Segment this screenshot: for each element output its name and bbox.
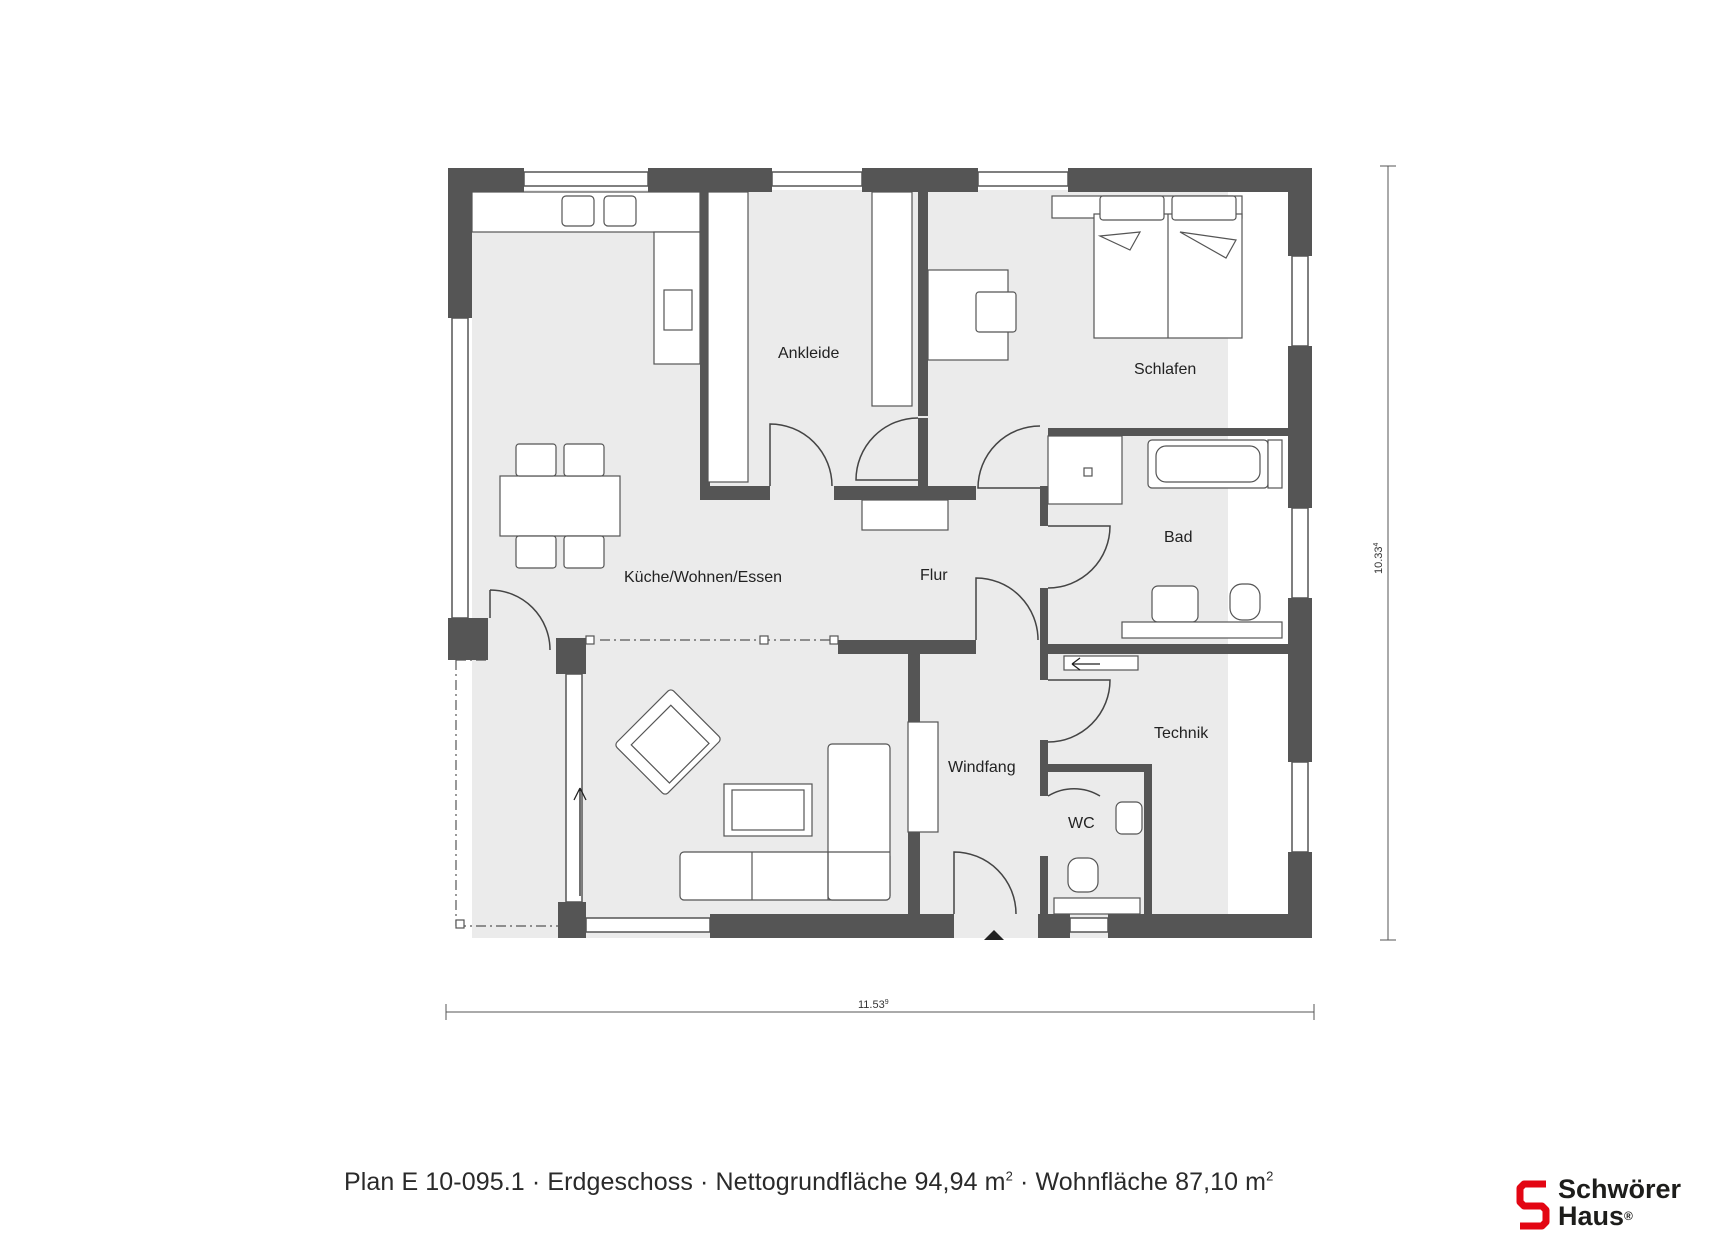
door-flur-ankleide-right: [855, 417, 919, 481]
caption-plan: Plan E 10-095.1: [344, 1168, 525, 1196]
logo-s-mark-icon: [1516, 1180, 1550, 1230]
room-label-schlafen: Schlafen: [1134, 361, 1196, 378]
logo-line1: Schwörer: [1558, 1174, 1682, 1204]
door-wc: [1047, 787, 1101, 797]
interior-walls: [700, 190, 1288, 916]
caption-living-area: Wohnfläche 87,10 m: [1035, 1168, 1267, 1196]
room-label-flur: Flur: [920, 567, 948, 584]
dining-table: [499, 443, 621, 569]
logo-line2: Haus: [1558, 1201, 1625, 1231]
flur-furniture: [861, 499, 949, 833]
room-label-ankleide: Ankleide: [778, 345, 839, 362]
dimension-height: 10.334: [1373, 542, 1385, 574]
door-schlafen: [977, 425, 1041, 489]
door-flur-windfang: [975, 577, 1039, 641]
bedroom-furniture: [927, 195, 1243, 361]
windows: [451, 171, 1309, 933]
room-label-windfang: Windfang: [948, 759, 1016, 776]
kitchen-fixtures: [471, 191, 913, 483]
entrance-arrow: [984, 930, 1004, 940]
door-technik: [1047, 679, 1111, 743]
door-kitchen-terrace: [489, 589, 551, 651]
caption-floor: Erdgeschoss: [547, 1168, 693, 1196]
terrace-outline: [455, 639, 834, 927]
doors: [489, 417, 1111, 915]
dimension-lines: [445, 165, 1396, 1020]
room-label-technik: Technik: [1154, 725, 1209, 742]
technik-wc-fixtures: [1053, 655, 1143, 915]
door-ankleide: [769, 423, 833, 487]
room-label-bad: Bad: [1164, 529, 1192, 546]
dimension-width: 11.539: [858, 999, 889, 1011]
terrace-markers: [455, 635, 839, 929]
door-bad: [1047, 525, 1111, 589]
stair-arrow: [573, 657, 1100, 896]
schwoerer-haus-logo: Schwörer Haus®: [1514, 1176, 1704, 1232]
caption-net-area: Nettogrundfläche 94,94 m: [715, 1168, 1006, 1196]
room-label-kueche: Küche/Wohnen/Essen: [624, 569, 782, 586]
plan-caption: Plan E 10-095.1 · Erdgeschoss · Nettogru…: [344, 1168, 1274, 1196]
door-entrance: [953, 851, 1017, 915]
bathroom-fixtures: [1047, 435, 1283, 639]
living-furniture: [615, 689, 891, 901]
room-label-wc: WC: [1068, 815, 1095, 832]
exterior-walls: [448, 168, 1312, 938]
